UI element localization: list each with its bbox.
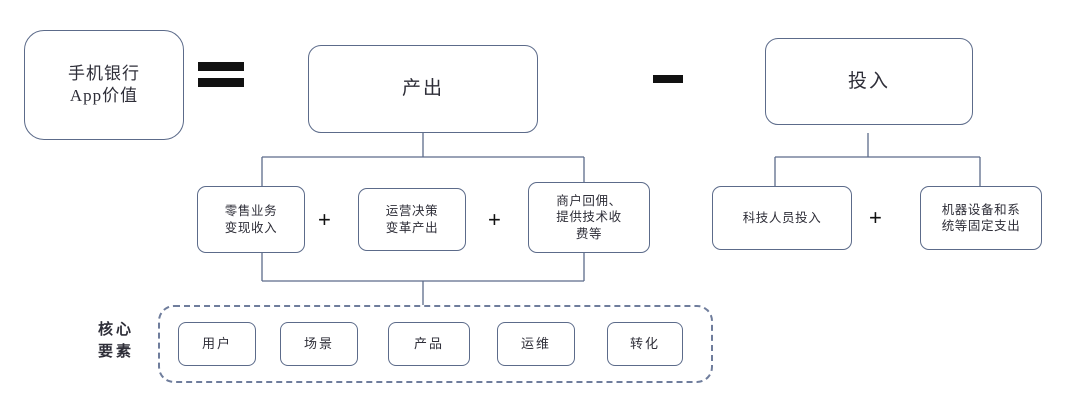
node-app-value[interactable]: 手机银行 App价值 [24, 30, 184, 140]
operator-plus-output-1: + [318, 207, 331, 232]
operator-minus [653, 75, 683, 83]
node-output-child-2[interactable]: 运营决策 变革产出 [358, 188, 466, 251]
node-input-child-1[interactable]: 科技人员投入 [712, 186, 852, 250]
node-input[interactable]: 投入 [765, 38, 973, 125]
node-output-child-3-line2: 提供技术收 [556, 210, 622, 225]
node-app-value-line1: 手机银行 [68, 63, 140, 83]
core-element-chip-4[interactable]: 运维 [497, 322, 575, 366]
node-output-child-3-line3: 费等 [575, 226, 603, 241]
equals-bar-bottom [198, 78, 244, 87]
node-app-value-line2: App价值 [69, 86, 139, 105]
operator-plus-input-1: + [869, 205, 882, 230]
node-input-child-2-line2: 统等固定支出 [941, 219, 1021, 233]
node-output-child-1[interactable]: 零售业务 变现收入 [197, 186, 305, 253]
equals-bar-top [198, 62, 244, 71]
operator-equals [198, 62, 244, 96]
node-output-child-1-line2: 变现收入 [224, 220, 278, 235]
node-input-child-2-line1: 机器设备和系 [941, 202, 1021, 217]
operator-plus-output-2: + [488, 207, 501, 232]
node-output-child-1-line1: 零售业务 [224, 204, 278, 218]
core-elements-label-line1: 核心 [97, 322, 134, 338]
core-elements-group [158, 305, 713, 383]
core-element-chip-2[interactable]: 场景 [280, 322, 358, 366]
node-input-child-1-line1: 科技人员投入 [742, 210, 822, 225]
core-element-chip-5[interactable]: 转化 [607, 322, 683, 366]
node-output[interactable]: 产出 [308, 45, 538, 133]
node-output-child-2-line2: 变革产出 [385, 220, 439, 235]
node-output-child-3[interactable]: 商户回佣、 提供技术收 费等 [528, 182, 650, 253]
core-elements-label: 核心 要素 [85, 320, 147, 364]
node-input-child-2[interactable]: 机器设备和系 统等固定支出 [920, 186, 1042, 250]
core-element-chip-3[interactable]: 产品 [388, 322, 470, 366]
node-output-child-3-line1: 商户回佣、 [556, 193, 622, 208]
node-output-child-2-line1: 运营决策 [385, 204, 439, 218]
core-elements-label-line2: 要素 [97, 343, 134, 360]
core-element-chip-1[interactable]: 用户 [178, 322, 256, 366]
